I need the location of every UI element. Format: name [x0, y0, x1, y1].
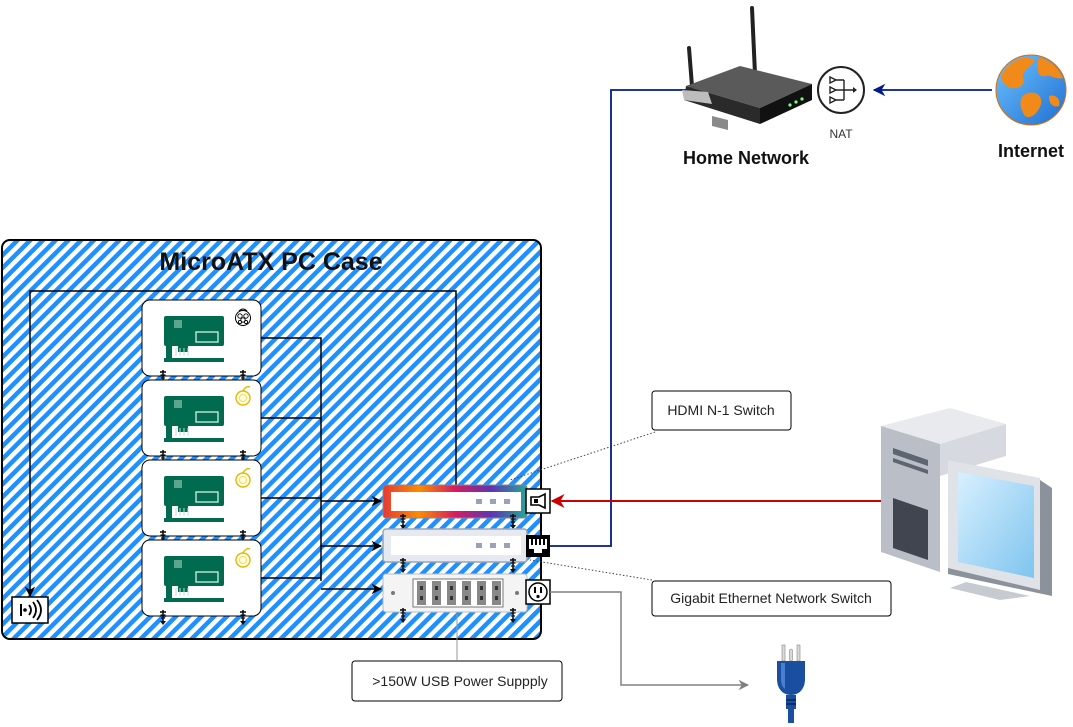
power-link [550, 591, 750, 691]
board-connections [261, 337, 383, 595]
home-network-label: Home Network [683, 148, 810, 168]
hdmi-switch [382, 484, 528, 530]
callout-ethernet-text: Gigabit Ethernet Network Switch [670, 590, 872, 606]
board-2 [141, 379, 262, 466]
power-plug-icon [777, 644, 805, 723]
router-icon [682, 6, 812, 130]
ethernet-port-icon [526, 535, 550, 557]
board-4 [141, 539, 262, 626]
callout-hdmi-text: HDMI N-1 Switch [667, 402, 774, 418]
nat-label: NAT [829, 127, 853, 141]
globe-icon [995, 54, 1067, 126]
usb-power-supply [382, 573, 528, 624]
callout-hdmi: HDMI N-1 Switch [509, 390, 792, 481]
wireless-sensor-icon [11, 596, 49, 624]
callout-power-text: >150W USB Power Suppply [372, 673, 547, 689]
internet-label: Internet [998, 141, 1064, 161]
ethernet-switch [382, 528, 528, 574]
power-outlet-icon [525, 579, 551, 605]
nat-icon [817, 66, 865, 114]
network-link [550, 89, 690, 547]
board-3 [141, 459, 262, 546]
case-title: MicroATX PC Case [159, 248, 382, 276]
board-1 [141, 299, 262, 386]
internal-bus [24, 290, 457, 598]
callout-ethernet: Gigabit Ethernet Network Switch [529, 559, 892, 617]
desktop-pc-icon [881, 408, 1052, 600]
hdmi-port-icon [525, 488, 551, 514]
raspberry-pi-icon [235, 308, 251, 326]
callout-power: >150W USB Power Suppply [351, 614, 563, 702]
